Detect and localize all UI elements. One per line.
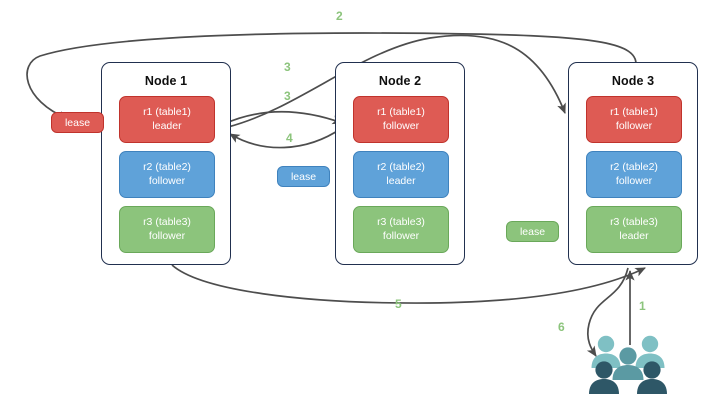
replica-r2[interactable]: r2 (table2) leader	[353, 151, 449, 198]
replica-r1[interactable]: r1 (table1) follower	[353, 96, 449, 143]
lease-label: lease	[519, 225, 546, 238]
replica-role: follower	[615, 119, 653, 132]
step-label-3-lower: 3	[284, 89, 291, 103]
replica-r1[interactable]: r1 (table1) leader	[119, 96, 215, 143]
node-card-1[interactable]: Node 1 r1 (table1) leader r2 (table2) fo…	[101, 62, 231, 265]
replica-role: follower	[148, 174, 186, 187]
node-card-2[interactable]: Node 2 r1 (table1) follower r2 (table2) …	[335, 62, 465, 265]
lease-badge-node1[interactable]: lease	[51, 112, 104, 133]
lease-badge-node3[interactable]: lease	[506, 221, 559, 242]
edge-5	[171, 264, 646, 304]
replica-r3[interactable]: r3 (table3) follower	[119, 206, 215, 253]
replica-r2[interactable]: r2 (table2) follower	[586, 151, 682, 198]
replica-r1[interactable]: r1 (table1) follower	[586, 96, 682, 143]
replica-role: follower	[148, 229, 186, 242]
step-label-6: 6	[558, 320, 565, 334]
step-label-1: 1	[639, 299, 646, 313]
replica-name: r1 (table1)	[143, 106, 191, 118]
node-card-3[interactable]: Node 3 r1 (table1) follower r2 (table2) …	[568, 62, 698, 265]
step-label-4: 4	[286, 131, 293, 145]
replica-name: r3 (table3)	[377, 216, 425, 228]
replica-r3[interactable]: r3 (table3) follower	[353, 206, 449, 253]
replica-name: r3 (table3)	[610, 216, 658, 228]
replica-name: r1 (table1)	[377, 106, 425, 118]
replica-role: follower	[615, 174, 653, 187]
replica-role: leader	[152, 119, 182, 132]
users-icon	[589, 335, 667, 394]
replica-role: leader	[619, 229, 649, 242]
node-title: Node 1	[144, 74, 188, 88]
replica-role: leader	[386, 174, 416, 187]
replica-r2[interactable]: r2 (table2) follower	[119, 151, 215, 198]
replica-name: r1 (table1)	[610, 106, 658, 118]
step-label-3-upper: 3	[284, 60, 291, 74]
node-title: Node 2	[378, 74, 422, 88]
step-label-5: 5	[395, 297, 402, 311]
replica-role: follower	[382, 119, 420, 132]
replica-role: follower	[382, 229, 420, 242]
replica-name: r2 (table2)	[377, 161, 425, 173]
lease-badge-node2[interactable]: lease	[277, 166, 330, 187]
replica-name: r3 (table3)	[143, 216, 191, 228]
lease-label: lease	[64, 116, 91, 129]
step-label-2: 2	[336, 9, 343, 23]
replica-name: r2 (table2)	[143, 161, 191, 173]
lease-label: lease	[290, 170, 317, 183]
edge-3-lower	[223, 111, 343, 125]
node-title: Node 3	[611, 74, 655, 88]
replica-name: r2 (table2)	[610, 161, 658, 173]
replica-r3[interactable]: r3 (table3) leader	[586, 206, 682, 253]
